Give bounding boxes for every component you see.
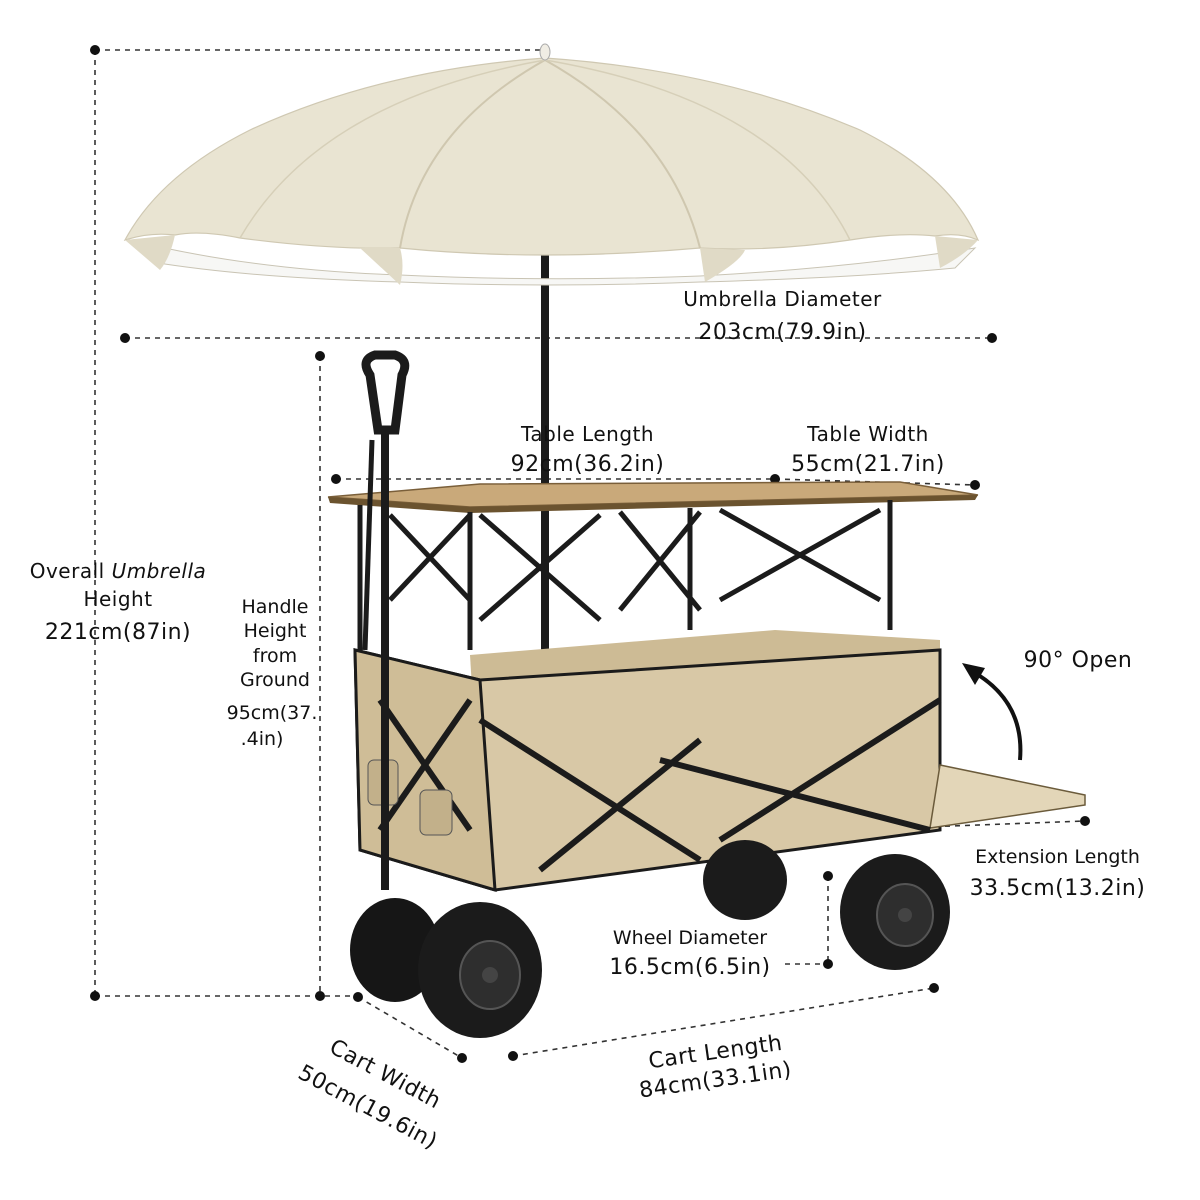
cart-handle — [361, 350, 410, 890]
dot — [315, 991, 325, 1001]
table-length-value: 92cm(36.2in) — [510, 452, 665, 477]
table-width-title: Table Width — [807, 422, 929, 446]
dot — [90, 991, 100, 1001]
dot — [970, 480, 980, 490]
dot — [457, 1053, 467, 1063]
dot — [508, 1051, 518, 1061]
wheel-hub-center — [482, 967, 498, 983]
handle-height-value-line2: .4in) — [240, 728, 284, 750]
table-top-edge — [328, 497, 470, 513]
overall-height-line2: Height — [83, 587, 153, 611]
dot — [331, 474, 341, 484]
cart-x-frame — [377, 697, 942, 873]
open-angle-label: 90° Open — [1023, 648, 1133, 673]
umbrella-rib — [544, 59, 851, 241]
table-frame — [357, 500, 893, 650]
dot — [823, 959, 833, 969]
umbrella-diameter-value: 203cm(79.9in) — [698, 320, 867, 345]
umbrella-scallop — [700, 248, 745, 282]
umbrella-rib — [399, 59, 546, 249]
wheel-hub-center — [898, 908, 912, 922]
extension-tailgate — [929, 764, 1086, 829]
dot — [90, 45, 100, 55]
handle-height-line4: Ground — [240, 669, 310, 691]
table-top-edge — [470, 495, 978, 513]
dot — [823, 871, 833, 881]
open-arrow — [969, 668, 1023, 761]
overall-height-value: 221cm(87in) — [44, 620, 192, 645]
handle-height-value-line1: 95cm(37. — [226, 702, 318, 724]
umbrella-scallop — [360, 248, 403, 285]
table-length-title: Table Length — [520, 422, 655, 446]
umbrella-rib — [239, 59, 546, 239]
umbrella-canopy — [123, 57, 980, 256]
dot — [315, 351, 325, 361]
handle-height-line1: Handle — [241, 596, 309, 618]
umbrella-diameter-title: Umbrella Diameter — [683, 287, 882, 311]
cup-holder — [419, 789, 453, 836]
dot — [120, 333, 130, 343]
overall-height-italic: Umbrella — [111, 559, 207, 583]
umbrella-rib — [544, 59, 701, 249]
umbrella — [123, 43, 980, 650]
dot — [987, 333, 997, 343]
dot — [353, 992, 363, 1002]
wheel-diameter-title: Wheel Diameter — [612, 927, 768, 949]
dot — [770, 474, 780, 484]
cart-width-line — [357, 996, 463, 1059]
table-width-value: 55cm(21.7in) — [791, 452, 945, 477]
open-arrow-head — [962, 663, 985, 685]
extension-length-value: 33.5cm(13.2in) — [969, 876, 1146, 901]
umbrella-pole — [541, 230, 549, 650]
wheel-rear-right — [703, 840, 787, 920]
handle-height-line3: from — [252, 645, 298, 667]
overall-height-label: Overall Umbrella — [18, 560, 218, 583]
overall-height-prefix: Overall — [29, 559, 112, 583]
wheels — [350, 840, 950, 1038]
handle-height-line2: Height — [243, 620, 307, 642]
extension-length-title: Extension Length — [975, 846, 1140, 868]
wheel-rear-left — [350, 898, 440, 1002]
extension-length-line — [924, 820, 1086, 828]
umbrella-scallop — [935, 236, 978, 268]
dimension-dots — [90, 45, 1090, 1063]
dot — [1080, 816, 1090, 826]
dot — [929, 983, 939, 993]
wheel-diameter-value: 16.5cm(6.5in) — [609, 955, 771, 980]
umbrella-finial — [539, 43, 551, 61]
wagon-cart — [327, 350, 1086, 1038]
cart-length-line — [512, 987, 935, 1057]
umbrella-scallop — [125, 235, 175, 270]
